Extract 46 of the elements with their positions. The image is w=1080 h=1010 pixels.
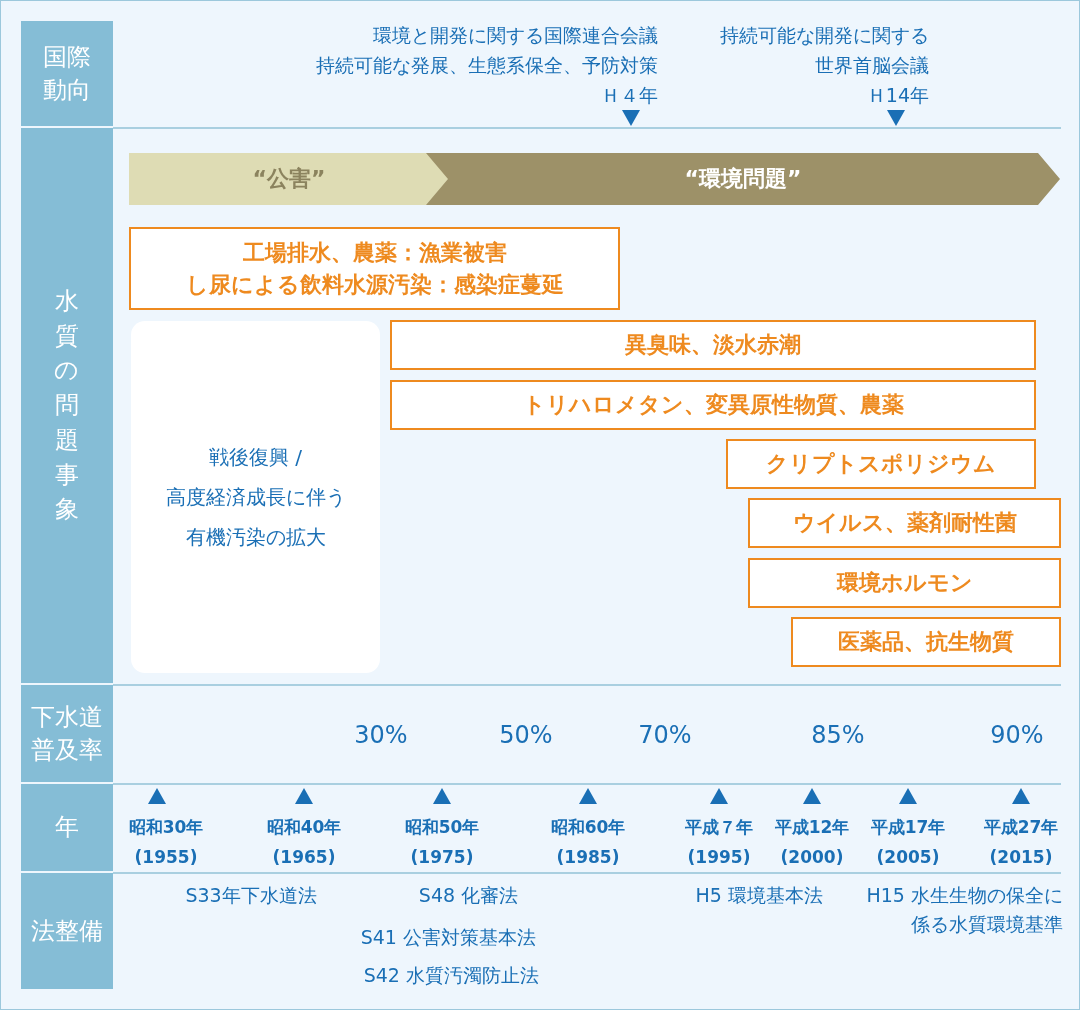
percentage-value: 70% — [637, 720, 693, 751]
issue-text: 高度経済成長に伴う — [165, 484, 346, 511]
row-header: 国際動向 — [21, 21, 113, 128]
issue-box: ウイルス、薬剤耐性菌 — [748, 498, 1061, 548]
year-label: 平成27年 (2015) — [982, 816, 1060, 869]
year-label: 昭和40年 (1965) — [265, 816, 343, 869]
year-label: 昭和30年 (1955) — [127, 816, 205, 869]
issue-box: 医薬品、抗生物質 — [791, 617, 1061, 667]
issue-text: 工場排水、農薬：漁業被害 — [242, 238, 507, 267]
percentage-value: 85% — [810, 720, 866, 751]
event-label: Ｈ４年 — [600, 83, 658, 108]
year-label: 平成７年 (1995) — [684, 816, 754, 869]
issue-box: トリハロメタン、変異原性物質、農薬 — [390, 380, 1036, 430]
law-label: S48 化審法 — [417, 883, 520, 908]
issue-box — [129, 227, 620, 310]
issue-box: 異臭味、淡水赤潮 — [390, 320, 1036, 370]
issue-text: 有機汚染の拡大 — [185, 524, 326, 551]
law-label: S33年下水道法 — [184, 883, 318, 908]
law-label: S42 水質汚濁防止法 — [362, 963, 539, 988]
event-label: 世界首脳会議 — [814, 53, 929, 78]
issue-box: クリプトスポリジウム — [726, 439, 1036, 489]
law-label: H5 環境基本法 — [694, 883, 823, 908]
event-label: Ｈ14年 — [865, 83, 929, 108]
percentage-value: 90% — [989, 720, 1045, 751]
row-header: 水質の問題事象 — [21, 128, 113, 685]
law-label: S41 公害対策基本法 — [359, 925, 536, 950]
percentage-value: 50% — [498, 720, 554, 751]
band-label: “公害” — [251, 165, 327, 193]
issue-text: し尿による飲料水源汚染：感染症蔓延 — [185, 270, 564, 299]
issue-text: 戦後復興 / — [208, 444, 303, 471]
year-label: 平成17年 (2005) — [869, 816, 947, 869]
row-header: 法整備 — [21, 873, 113, 991]
issue-box: 環境ホルモン — [748, 558, 1061, 608]
event-label: 持続可能な開発に関する — [719, 23, 929, 48]
year-label: 平成12年 (2000) — [773, 816, 851, 869]
row-header: 下水道普及率 — [21, 685, 113, 784]
chevron-band — [426, 153, 1060, 205]
year-label: 昭和50年 (1975) — [403, 816, 481, 869]
band-label: “環境問題” — [683, 165, 803, 193]
year-label: 昭和60年 (1985) — [549, 816, 627, 869]
event-label: 環境と開発に関する国際連合会議 — [372, 23, 658, 48]
row-header: 年 — [21, 784, 113, 873]
chevron-band — [129, 153, 449, 205]
law-label: H15 水生生物の保全に係る水質環境基準 — [865, 883, 1063, 938]
event-label: 持続可能な発展、生態系保全、予防対策 — [315, 53, 658, 78]
percentage-value: 30% — [353, 720, 409, 751]
